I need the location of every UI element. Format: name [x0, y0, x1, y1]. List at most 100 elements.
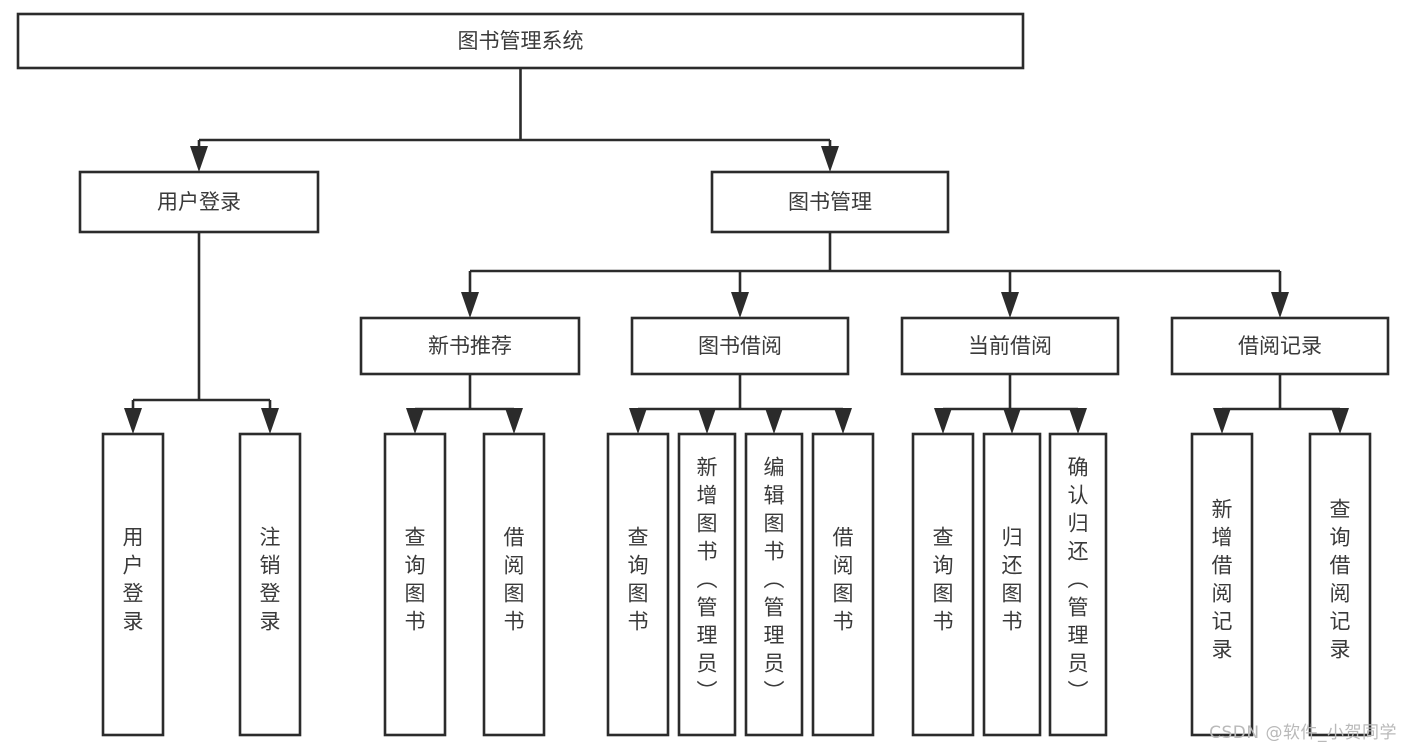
- node-label-leaf-bb-query: 查询图书: [628, 526, 649, 634]
- node-box-leaf-user-logout[interactable]: [238, 432, 302, 737]
- node-box-book-borrow[interactable]: [630, 316, 850, 376]
- node-box-leaf-br-query[interactable]: [1308, 432, 1372, 737]
- label-char: 还: [1002, 554, 1023, 578]
- node-leaf-bb-edit[interactable]: 编辑图书︵管理员︶: [744, 432, 804, 737]
- node-leaf-bb-query[interactable]: 查询图书: [606, 432, 670, 737]
- label-char: 员: [1068, 652, 1089, 676]
- node-box-leaf-user-login[interactable]: [101, 432, 165, 737]
- arrow-head-icon: [934, 408, 952, 434]
- node-label-leaf-user-logout: 注销登录: [260, 526, 281, 634]
- node-box-leaf-cb-confirm[interactable]: [1048, 432, 1108, 737]
- connectors-layer: [124, 68, 1349, 434]
- label-char: 归: [1002, 526, 1023, 550]
- label-char: 员: [764, 652, 785, 676]
- node-box-borrow-record[interactable]: [1170, 316, 1390, 376]
- label-char: 管: [764, 596, 785, 620]
- node-box-root[interactable]: [16, 12, 1025, 70]
- node-label-leaf-cb-confirm: 确认归还︵管理员︶: [1068, 456, 1089, 704]
- label-char: 阅: [833, 554, 854, 578]
- arrow-head-icon: [629, 408, 647, 434]
- arrow-head-icon: [1331, 408, 1349, 434]
- arrow-head-icon: [505, 408, 523, 434]
- node-box-new-book-rec[interactable]: [359, 316, 581, 376]
- label-char: 阅: [1330, 582, 1351, 606]
- node-leaf-bb-borrow[interactable]: 借阅图书: [811, 432, 875, 737]
- node-leaf-br-query[interactable]: 查询借阅记录: [1308, 432, 1372, 737]
- label-char: 阅: [504, 554, 525, 578]
- arrow-head-icon: [731, 292, 749, 318]
- node-user-login[interactable]: 用户登录: [78, 170, 320, 234]
- node-new-book-rec[interactable]: 新书推荐: [359, 316, 581, 376]
- arrow-head-icon: [406, 408, 424, 434]
- label-char: ︵: [764, 568, 785, 592]
- arrow-head-icon: [1069, 408, 1087, 434]
- label-char: 增: [697, 484, 718, 508]
- arrow-head-icon: [821, 146, 839, 172]
- node-label-leaf-cb-query: 查询图书: [933, 526, 954, 634]
- node-leaf-user-logout[interactable]: 注销登录: [238, 432, 302, 737]
- node-box-current-borrow[interactable]: [900, 316, 1120, 376]
- node-leaf-user-login[interactable]: 用户登录: [101, 432, 165, 737]
- node-box-leaf-cb-query[interactable]: [911, 432, 975, 737]
- label-char: 用: [123, 526, 144, 550]
- label-char: ︶: [764, 680, 785, 704]
- node-label-leaf-bb-edit: 编辑图书︵管理员︶: [764, 456, 785, 704]
- label-char: 图: [405, 582, 426, 606]
- node-box-leaf-br-add[interactable]: [1190, 432, 1254, 737]
- label-char: 询: [933, 554, 954, 578]
- node-leaf-rec-query[interactable]: 查询图书: [383, 432, 447, 737]
- label-char: 书: [833, 610, 854, 634]
- label-char: 增: [1212, 526, 1233, 550]
- label-char: 管: [1068, 596, 1089, 620]
- node-box-leaf-cb-return[interactable]: [982, 432, 1042, 737]
- node-box-leaf-rec-query[interactable]: [383, 432, 447, 737]
- node-box-leaf-bb-edit[interactable]: [744, 432, 804, 737]
- node-box-leaf-bb-add[interactable]: [677, 432, 737, 737]
- label-char: 书: [504, 610, 525, 634]
- node-label-book-borrow: 图书借阅: [698, 334, 782, 358]
- node-book-borrow[interactable]: 图书借阅: [630, 316, 850, 376]
- label-char: 书: [628, 610, 649, 634]
- node-box-leaf-bb-query[interactable]: [606, 432, 670, 737]
- node-leaf-cb-query[interactable]: 查询图书: [911, 432, 975, 737]
- node-root[interactable]: 图书管理系统: [16, 12, 1025, 70]
- node-leaf-bb-add[interactable]: 新增图书︵管理员︶: [677, 432, 737, 737]
- node-label-borrow-record: 借阅记录: [1238, 334, 1322, 358]
- node-borrow-record[interactable]: 借阅记录: [1170, 316, 1390, 376]
- arrow-head-icon: [1003, 408, 1021, 434]
- node-book-manage[interactable]: 图书管理: [710, 170, 950, 234]
- label-char: 图: [764, 512, 785, 536]
- label-char: 借: [504, 526, 525, 550]
- label-char: 查: [933, 526, 954, 550]
- label-char: 编: [764, 456, 785, 480]
- label-char: ︶: [697, 680, 718, 704]
- node-leaf-cb-return[interactable]: 归还图书: [982, 432, 1042, 737]
- node-label-root: 图书管理系统: [458, 29, 584, 53]
- label-char: 理: [1068, 624, 1089, 648]
- node-box-book-manage[interactable]: [710, 170, 950, 234]
- label-char: 录: [260, 610, 281, 634]
- label-char: ︵: [697, 568, 718, 592]
- label-char: 归: [1068, 512, 1089, 536]
- label-char: 图: [933, 582, 954, 606]
- label-char: 查: [405, 526, 426, 550]
- arrow-head-icon: [765, 408, 783, 434]
- node-label-leaf-cb-return: 归还图书: [1002, 526, 1023, 634]
- node-box-user-login[interactable]: [78, 170, 320, 234]
- label-char: 图: [628, 582, 649, 606]
- label-char: 还: [1068, 540, 1089, 564]
- node-current-borrow[interactable]: 当前借阅: [900, 316, 1120, 376]
- arrow-head-icon: [261, 408, 279, 434]
- node-box-leaf-bb-borrow[interactable]: [811, 432, 875, 737]
- label-char: 图: [1002, 582, 1023, 606]
- node-label-leaf-rec-query: 查询图书: [405, 526, 426, 634]
- node-leaf-cb-confirm[interactable]: 确认归还︵管理员︶: [1048, 432, 1108, 737]
- node-leaf-br-add[interactable]: 新增借阅记录: [1190, 432, 1254, 737]
- label-char: 确: [1068, 456, 1089, 480]
- node-leaf-rec-borrow[interactable]: 借阅图书: [482, 432, 546, 737]
- node-label-current-borrow: 当前借阅: [968, 334, 1052, 358]
- label-char: 书: [1002, 610, 1023, 634]
- node-label-leaf-user-login: 用户登录: [123, 526, 144, 634]
- node-box-leaf-rec-borrow[interactable]: [482, 432, 546, 737]
- node-label-leaf-br-add: 新增借阅记录: [1212, 498, 1233, 662]
